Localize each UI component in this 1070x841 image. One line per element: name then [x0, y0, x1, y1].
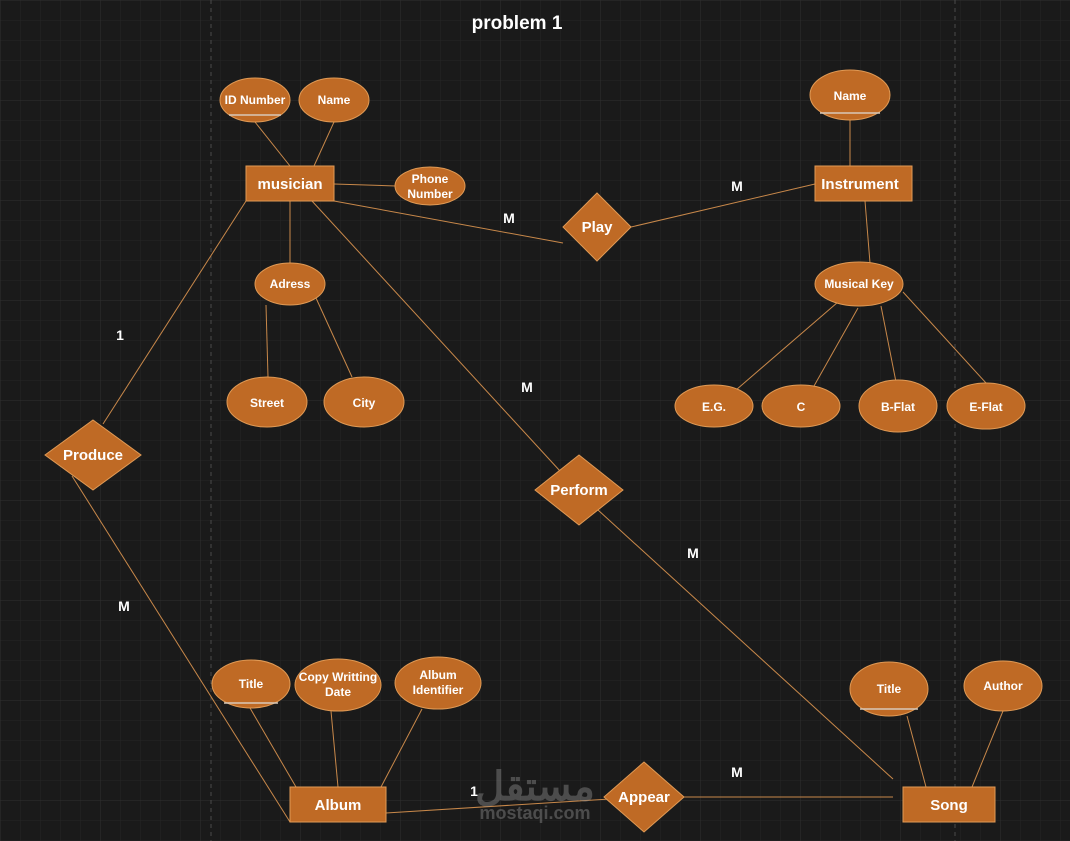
attribute-street-label: Street: [250, 396, 284, 410]
attribute-author[interactable]: Author: [963, 660, 1043, 712]
line-song-author[interactable]: [971, 710, 1004, 788]
relationship-play-label: Play: [582, 219, 614, 236]
cardinality-perform-song: M: [687, 545, 699, 561]
attribute-phone-number-line2: Number: [407, 187, 453, 201]
attribute-eg-label: E.G.: [702, 400, 726, 414]
attribute-e-flat[interactable]: E-Flat: [946, 382, 1026, 430]
line-adress-city[interactable]: [315, 297, 353, 378]
connectors: [71, 120, 1004, 823]
line-song-title[interactable]: [906, 715, 927, 788]
watermark: مستقل mostaqi.com: [475, 765, 595, 823]
attribute-id-number-label: ID Number: [225, 93, 286, 107]
attribute-instrument-name[interactable]: Name: [809, 69, 891, 121]
attribute-author-label: Author: [983, 679, 1023, 693]
entity-instrument[interactable]: Instrument: [814, 165, 913, 202]
relationship-play[interactable]: Play: [562, 192, 632, 262]
line-musician-produce[interactable]: [102, 200, 247, 425]
line-musician-name[interactable]: [313, 121, 335, 167]
attribute-c[interactable]: C: [761, 384, 841, 428]
attribute-album-identifier-line1: Album: [419, 668, 456, 682]
line-key-bflat[interactable]: [880, 305, 897, 383]
attribute-copy-date-line2: Date: [325, 685, 351, 699]
attribute-album-title-label: Title: [239, 677, 264, 691]
attribute-instrument-name-label: Name: [834, 89, 867, 103]
line-perform-song[interactable]: [597, 509, 894, 780]
attribute-song-title[interactable]: Title: [849, 661, 929, 717]
line-key-eg[interactable]: [735, 301, 839, 391]
relationship-produce-label: Produce: [63, 447, 123, 464]
entity-album[interactable]: Album: [289, 786, 387, 823]
attribute-id-number[interactable]: ID Number: [219, 77, 291, 123]
attribute-copy-writting-date[interactable]: Copy Writting Date: [294, 658, 382, 712]
relationship-produce[interactable]: Produce: [44, 419, 142, 491]
attribute-e-flat-label: E-Flat: [969, 400, 1002, 414]
attribute-musical-key[interactable]: Musical Key: [814, 261, 904, 307]
cardinality-appear-album: 1: [470, 783, 478, 799]
line-musician-play[interactable]: [333, 200, 564, 244]
line-key-c[interactable]: [813, 307, 859, 387]
line-album-identifier[interactable]: [380, 708, 423, 788]
attribute-city[interactable]: City: [323, 376, 405, 428]
attribute-song-title-label: Title: [877, 682, 902, 696]
attribute-phone-number[interactable]: Phone Number: [394, 166, 466, 206]
watermark-arabic: مستقل: [475, 765, 595, 809]
cardinality-appear-song: M: [731, 764, 743, 780]
attribute-musician-name-label: Name: [318, 93, 351, 107]
attribute-adress[interactable]: Adress: [254, 262, 326, 306]
attribute-b-flat-label: B-Flat: [881, 400, 915, 414]
attribute-copy-date-line1: Copy Writting: [299, 670, 377, 684]
line-musician-phone[interactable]: [333, 183, 397, 187]
watermark-latin: mostaqi.com: [479, 803, 590, 823]
line-instrument-musicalkey[interactable]: [864, 200, 871, 264]
diagram-title: problem 1: [472, 13, 563, 34]
relationship-perform[interactable]: Perform: [534, 454, 624, 526]
line-album-appear[interactable]: [385, 798, 611, 814]
line-album-title[interactable]: [249, 707, 297, 788]
attribute-album-title[interactable]: Title: [211, 659, 291, 709]
entity-song[interactable]: Song: [902, 786, 996, 823]
cardinality-produce-album: M: [118, 598, 130, 614]
cardinality-produce-musician: 1: [116, 327, 124, 343]
cardinality-play-musician: M: [503, 210, 515, 226]
attribute-album-identifier-line2: Identifier: [413, 683, 464, 697]
relationship-appear[interactable]: Appear: [603, 761, 685, 833]
attribute-eg[interactable]: E.G.: [674, 384, 754, 428]
attribute-city-label: City: [353, 396, 376, 410]
cardinality-play-instrument: M: [731, 178, 743, 194]
entity-album-label: Album: [315, 797, 362, 814]
entity-song-label: Song: [930, 797, 968, 814]
line-play-instrument[interactable]: [630, 183, 816, 228]
attribute-album-identifier[interactable]: Album Identifier: [394, 656, 482, 710]
attribute-adress-label: Adress: [270, 277, 311, 291]
line-album-copydate[interactable]: [330, 710, 339, 788]
entity-musician-label: musician: [257, 176, 322, 193]
line-adress-street[interactable]: [265, 304, 269, 378]
attribute-musical-key-label: Musical Key: [824, 277, 894, 291]
line-key-eflat[interactable]: [902, 291, 987, 384]
line-musician-idnumber[interactable]: [254, 121, 291, 167]
cardinality-perform-musician: M: [521, 379, 533, 395]
attribute-c-label: C: [797, 400, 806, 414]
entity-instrument-label: Instrument: [821, 176, 899, 193]
relationship-appear-label: Appear: [618, 789, 670, 806]
line-produce-album[interactable]: [71, 475, 291, 823]
relationship-perform-label: Perform: [550, 482, 608, 499]
attribute-musician-name[interactable]: Name: [298, 77, 370, 123]
attribute-b-flat[interactable]: B-Flat: [858, 379, 938, 433]
attribute-phone-number-line1: Phone: [412, 172, 449, 186]
entity-musician[interactable]: musician: [245, 165, 335, 202]
attribute-street[interactable]: Street: [226, 376, 308, 428]
line-musician-perform[interactable]: [311, 200, 561, 472]
